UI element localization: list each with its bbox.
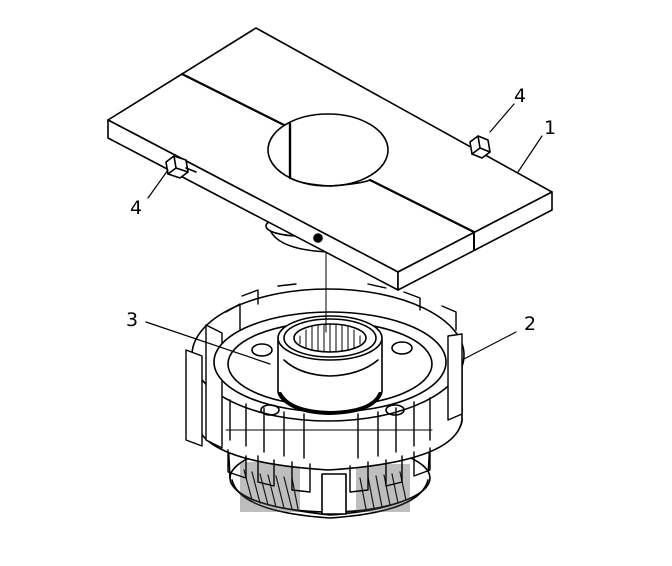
- leader-4-right: [489, 103, 515, 133]
- leader-4-left: [147, 169, 169, 199]
- hub: [277, 315, 383, 415]
- callout-4-right: 4: [514, 85, 526, 107]
- callout-4-left: 4: [130, 197, 142, 219]
- clutch-drum-assembly: [185, 283, 465, 519]
- helical-gear-teeth-left: [240, 462, 300, 512]
- leader-3: [145, 321, 271, 365]
- helical-gear-teeth-right: [356, 464, 410, 512]
- bolt-left: [165, 155, 197, 179]
- callout-1: 1: [544, 117, 556, 139]
- leader-1: [517, 135, 543, 173]
- bolt-right: [469, 135, 491, 159]
- callout-2: 2: [524, 313, 536, 335]
- leader-lines: [145, 103, 543, 365]
- callout-3: 3: [126, 309, 138, 331]
- leader-2: [461, 331, 517, 361]
- hub-internal-splines: [299, 324, 361, 353]
